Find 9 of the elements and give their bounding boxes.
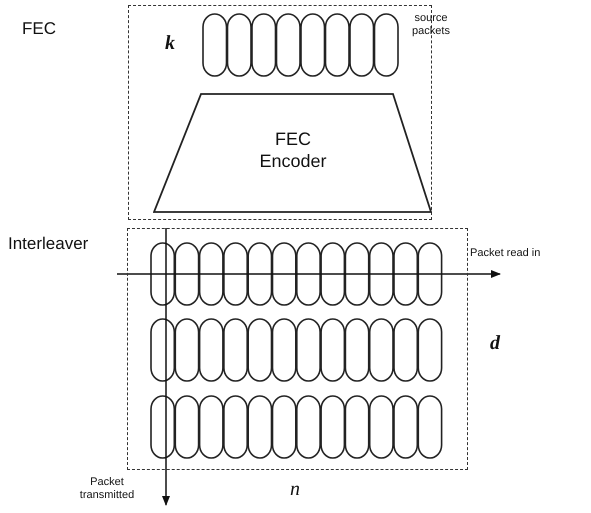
section-heading: Interleaver: [8, 234, 88, 254]
section-heading: FEC: [22, 19, 56, 39]
annotation-text: Packet transmitted: [78, 476, 136, 502]
node-label: FEC Encoder: [258, 128, 328, 172]
variable-label: n: [290, 478, 301, 501]
variable-label: k: [165, 32, 176, 55]
variable-label: d: [490, 332, 502, 355]
annotation-text: source packets: [411, 12, 451, 38]
annotation-text: Packet read in: [470, 247, 542, 259]
